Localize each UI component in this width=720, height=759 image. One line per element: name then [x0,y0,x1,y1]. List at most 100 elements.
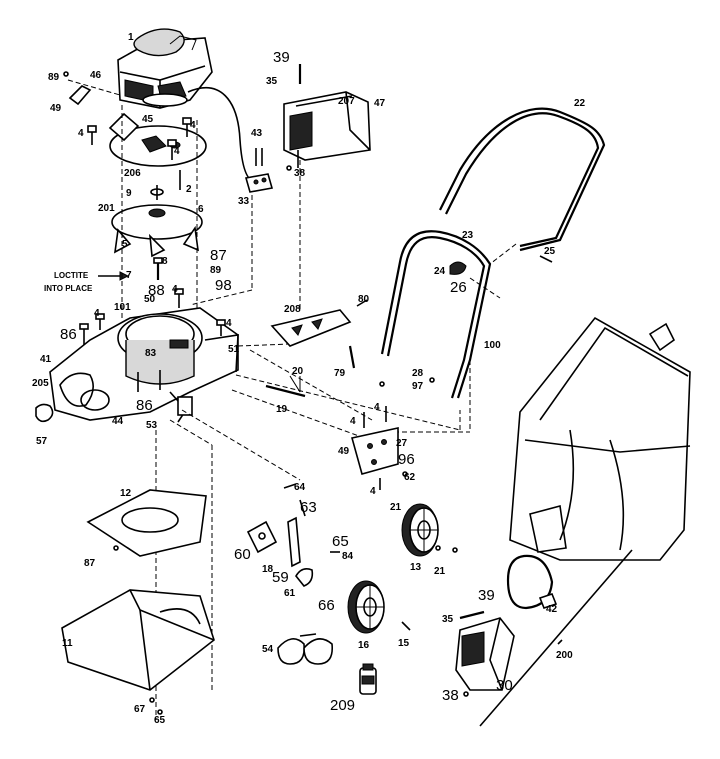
callout-87: 87 [84,558,96,569]
callout-96: 96 [398,451,415,468]
callout-4: 4 [350,416,356,427]
blower-housing-part [49,307,239,423]
bag-ring-part [506,554,558,610]
callout-23: 23 [462,230,474,241]
handle-knob-part [449,261,467,275]
callout-6: 6 [198,204,204,215]
callout-200: 200 [556,650,573,661]
callout-205: 205 [32,378,49,389]
callout-7: 7 [126,270,132,281]
base-plate-part [86,489,207,557]
upper-handle-part [439,107,606,252]
callout-25: 25 [544,246,556,257]
height-adjuster-part [246,483,340,587]
callout-46: 46 [90,70,102,81]
callout-65: 65 [332,533,349,550]
callout-208: 208 [284,304,301,315]
callout-5: 5 [122,239,128,250]
housing-bolts [79,288,226,345]
callout-87: 87 [210,247,227,264]
callout-4: 4 [78,128,84,139]
bolt-parts [87,117,192,190]
vacuum-nozzle-part [455,610,515,691]
callout-83: 83 [145,348,157,359]
deflector-part [270,309,352,347]
callout-42: 42 [546,604,558,615]
callout-45: 45 [142,114,154,125]
callout-2: 2 [186,184,192,195]
callout-60: 60 [234,546,251,563]
callout-13: 13 [410,562,422,573]
callout-50: 50 [144,294,156,305]
bottle-part [359,663,377,695]
callout-54: 54 [262,644,274,655]
callout-49: 49 [50,103,62,114]
callout-4: 4 [190,120,196,131]
callout-35: 35 [266,76,278,87]
callout-21: 21 [434,566,446,577]
callout-41: 41 [40,354,52,365]
callout-89: 89 [210,265,222,276]
callout-18: 18 [262,564,274,575]
callout-15: 15 [398,638,410,649]
callout-98: 98 [215,277,232,294]
switch-part [244,148,274,193]
callout-86: 86 [60,326,77,343]
loctite-note-line2: INTO PLACE [44,284,93,293]
impeller-part [111,185,203,258]
callout-22: 22 [574,98,586,109]
kit-bracket-200 [479,549,633,727]
guide-lines-housing [67,79,301,320]
rod-part [265,375,306,398]
callout-4: 4 [94,308,100,319]
callout-4: 4 [374,402,380,413]
bracket-part-49 [68,85,92,106]
collection-bag-part [509,316,691,561]
callout-43: 43 [251,128,263,139]
wheel-part-13 [401,503,439,557]
axle-bracket-part [351,406,399,490]
callout-57: 57 [36,436,48,447]
callout-97: 97 [412,381,424,392]
callout-201: 201 [98,203,115,214]
callout-86: 86 [136,397,153,414]
callout-4: 4 [172,284,178,295]
callout-21: 21 [390,502,402,513]
callout-67: 67 [134,704,146,715]
discharge-chute-part [283,64,371,168]
callout-101: 101 [114,302,131,313]
callout-labels: 1 46 89 49 4 45 4 4 206 2 9 201 6 5 8 7 … [32,32,586,726]
callout-26: 26 [450,279,467,296]
callout-47: 47 [374,98,386,109]
callout-100: 100 [484,340,501,351]
callout-209: 209 [330,697,355,714]
callout-27: 27 [396,438,408,449]
callout-19: 19 [276,404,288,415]
callout-4: 4 [226,318,232,329]
engine-part [117,28,213,109]
callout-30: 30 [496,677,513,694]
lower-housing-part [61,589,215,691]
callout-16: 16 [358,640,370,651]
loctite-note-line1: LOCTITE [54,271,89,280]
callout-38: 38 [442,687,459,704]
callout-35: 35 [442,614,454,625]
callout-66: 66 [318,597,335,614]
callout-88: 88 [148,282,165,299]
pin-part-79 [348,345,356,369]
callout-8: 8 [162,256,168,267]
callout-206: 206 [124,168,141,179]
callout-4: 4 [174,146,180,157]
callout-38: 38 [294,168,306,179]
safety-glasses-part [277,633,334,665]
callout-28: 28 [412,368,424,379]
callout-4: 4 [370,486,376,497]
callout-49: 49 [338,446,350,457]
callout-1: 1 [128,32,134,43]
callout-24: 24 [434,266,446,277]
clip-part-57 [35,403,54,423]
callout-20: 20 [292,366,304,377]
guide-lines-handle [378,243,517,433]
